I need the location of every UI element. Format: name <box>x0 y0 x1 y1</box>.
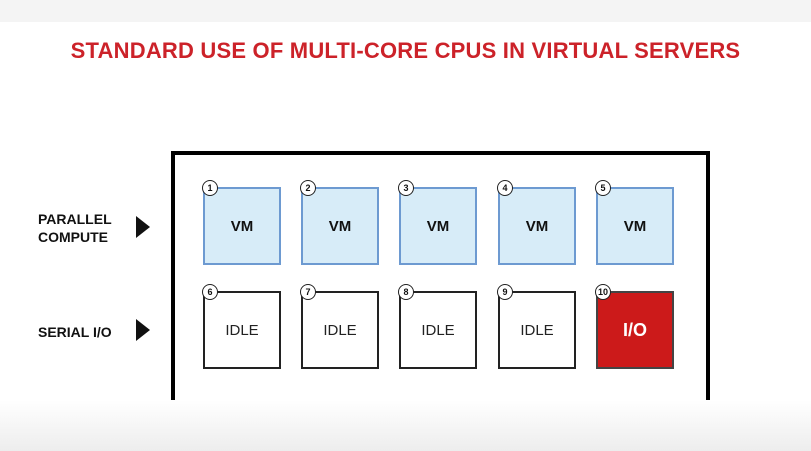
arrow-right-icon <box>136 319 150 341</box>
cpu-core-2: 2 VM <box>300 180 379 265</box>
row-label-serial-io: SERIAL I/O <box>38 323 112 341</box>
arrow-right-icon <box>136 216 150 238</box>
cpu-core-1: 1 VM <box>202 180 281 265</box>
core-label: I/O <box>622 319 647 340</box>
core-number-badge: 3 <box>398 180 414 196</box>
core-label: VM <box>328 217 352 235</box>
bottom-band <box>0 400 811 451</box>
core-label: IDLE <box>421 321 455 339</box>
core-number-badge: 7 <box>300 284 316 300</box>
row-label-parallel-compute: PARALLEL COMPUTE <box>38 210 112 246</box>
core-label: VM <box>230 217 254 235</box>
cpu-core-8: 8 IDLE <box>398 284 477 369</box>
core-number-badge: 6 <box>202 284 218 300</box>
core-label: IDLE <box>323 321 357 339</box>
core-label: VM <box>623 217 647 235</box>
cpu-core-4: 4 VM <box>497 180 576 265</box>
row-label-line: PARALLEL <box>38 211 112 227</box>
core-number-badge: 5 <box>595 180 611 196</box>
core-number-badge: 9 <box>497 284 513 300</box>
core-label: VM <box>525 217 549 235</box>
row-label-line: SERIAL I/O <box>38 324 112 340</box>
core-label: IDLE <box>520 321 554 339</box>
top-band <box>0 0 811 22</box>
core-label: VM <box>426 217 450 235</box>
cpu-core-6: 6 IDLE <box>202 284 281 369</box>
cpu-core-5: 5 VM <box>595 180 674 265</box>
core-number-badge: 4 <box>497 180 513 196</box>
core-number-badge: 2 <box>300 180 316 196</box>
server-frame: 1 VM 2 VM 3 VM 4 VM 5 VM 6 IDLE 7 IDLE 8… <box>171 151 710 405</box>
cpu-core-10: 10 I/O <box>595 284 674 369</box>
core-label: IDLE <box>225 321 259 339</box>
slide-title: STANDARD USE OF MULTI-CORE CPUS IN VIRTU… <box>70 38 741 63</box>
cpu-core-9: 9 IDLE <box>497 284 576 369</box>
core-number-badge: 1 <box>202 180 218 196</box>
core-number-badge: 10 <box>595 284 611 300</box>
cpu-core-3: 3 VM <box>398 180 477 265</box>
row-label-line: COMPUTE <box>38 229 108 245</box>
cpu-core-7: 7 IDLE <box>300 284 379 369</box>
core-number-badge: 8 <box>398 284 414 300</box>
